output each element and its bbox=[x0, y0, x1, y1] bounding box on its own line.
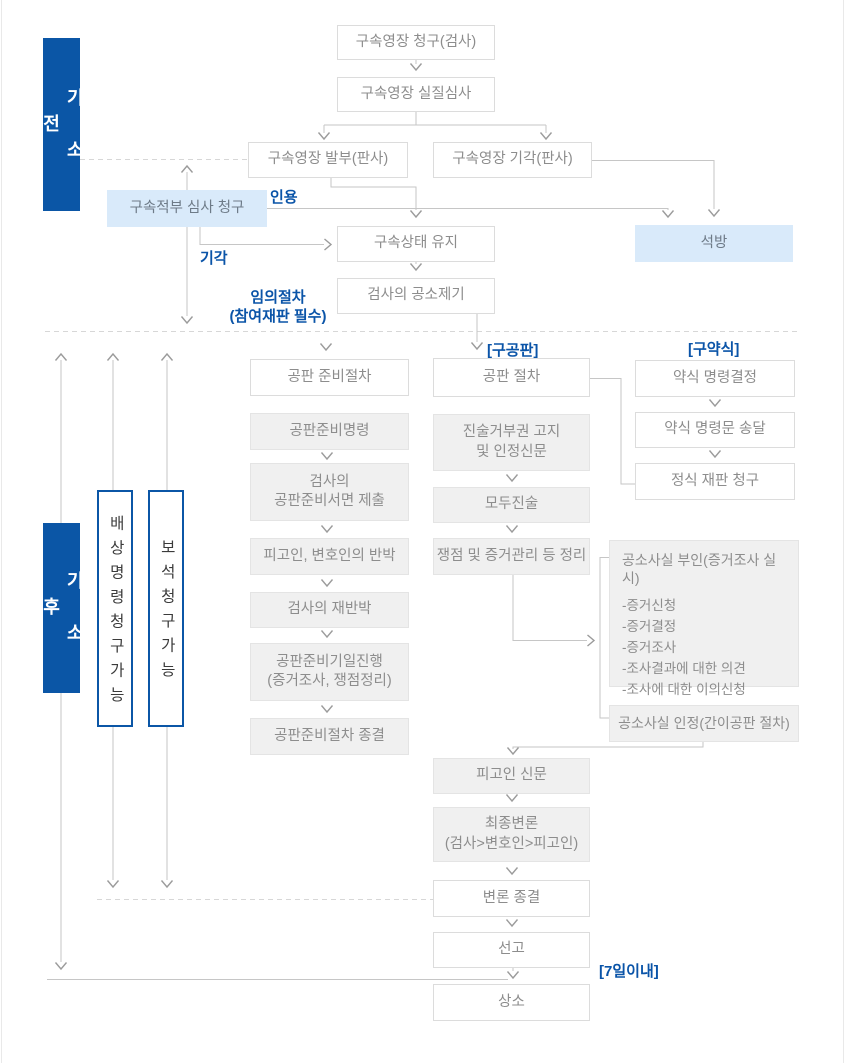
line-plea-to-exam bbox=[512, 742, 704, 749]
node-prosecutor-re-rebuttal: 검사의 재반박 bbox=[250, 592, 409, 628]
node-appeal: 상소 bbox=[433, 984, 590, 1021]
node-prep-order: 공판준비명령 bbox=[250, 413, 409, 450]
dashed-guides bbox=[45, 159, 801, 900]
note-compensation-order-available: 배상명령청구가능 bbox=[97, 490, 133, 727]
note-bail-request-available: 보석청구가능 bbox=[148, 490, 184, 727]
label-summary-order-tag: [구약식] bbox=[688, 341, 740, 358]
node-adequacy-review-request: 구속적부 심사 청구 bbox=[107, 190, 267, 227]
node-admit-charges: 공소사실 인정(간이공판 절차) bbox=[609, 705, 799, 742]
label-accepted: 인용 bbox=[270, 189, 298, 206]
deny-charges-steps: -증거신청 -증거결정 -증거조사 -조사결과에 대한 의견 -조사에 대한 이… bbox=[622, 596, 746, 700]
node-opening-statement: 모두진술 bbox=[433, 487, 590, 523]
deny-step: -증거결정 bbox=[622, 618, 677, 634]
node-closing-of-arguments: 변론 종결 bbox=[433, 880, 590, 917]
node-warrant-dismissed: 구속영장 기각(판사) bbox=[433, 142, 592, 178]
label-formal-trial-tag: [구공판] bbox=[487, 342, 539, 359]
stage-post-indictment: 기소후 bbox=[41, 523, 84, 693]
line-accept-to-release bbox=[265, 208, 669, 210]
node-prep-closing: 공판준비절차 종결 bbox=[250, 718, 409, 755]
line-reject-to-detention bbox=[199, 227, 324, 245]
node-trial-procedure: 공판 절차 bbox=[433, 358, 590, 397]
deny-charges-title: 공소사실 부인(증거조사 실시) bbox=[622, 552, 777, 587]
line-issues-to-plea bbox=[512, 575, 587, 641]
node-issues-evidence-sorting: 쟁점 및 증거관리 등 정리 bbox=[433, 538, 590, 575]
node-sentencing: 선고 bbox=[433, 932, 590, 968]
line-dismiss-to-release bbox=[592, 160, 715, 209]
line-trial-to-formal-request bbox=[590, 378, 635, 485]
node-final-arguments: 최종변론 (검사>변호인>피고인) bbox=[433, 807, 590, 862]
line-plea-bracket bbox=[599, 557, 609, 719]
line-issue-to-detention bbox=[330, 178, 417, 210]
node-formal-trial-request: 정식 재판 청구 bbox=[635, 463, 795, 500]
node-detention-maintained: 구속상태 유지 bbox=[337, 226, 495, 262]
label-rejected: 기각 bbox=[200, 250, 228, 267]
node-indictment: 검사의 공소제기 bbox=[337, 278, 495, 314]
deny-step: -조사결과에 대한 의견 bbox=[622, 660, 746, 676]
node-prep-hearing: 공판준비기일진행 (증거조사, 쟁점정리) bbox=[250, 643, 409, 701]
deny-step: -증거조사 bbox=[622, 639, 677, 655]
node-warrant-request: 구속영장 청구(검사) bbox=[337, 25, 495, 60]
stage-pre-indictment: 기소전 bbox=[41, 38, 84, 211]
node-prosecutor-brief: 검사의 공판준비서면 제출 bbox=[250, 463, 409, 521]
node-release: 석방 bbox=[635, 225, 793, 262]
node-summary-order-decision: 약식 명령결정 bbox=[635, 360, 795, 397]
node-rights-notice: 진술거부권 고지 및 인정신문 bbox=[433, 414, 590, 471]
label-appeal-deadline: [7일이내] bbox=[599, 963, 659, 980]
node-summary-order-delivery: 약식 명령문 송달 bbox=[635, 412, 795, 448]
node-prep-procedure: 공판 준비절차 bbox=[250, 359, 409, 396]
node-warrant-screening: 구속영장 실질심사 bbox=[337, 77, 495, 112]
node-defendant-examination: 피고인 신문 bbox=[433, 758, 590, 794]
node-deny-charges: 공소사실 부인(증거조사 실시) -증거신청 -증거결정 -증거조사 -조사결과… bbox=[609, 540, 799, 697]
line-screening-split bbox=[323, 112, 547, 133]
label-optional-procedure: 임의절차 (참여재판 필수) bbox=[229, 289, 327, 325]
deny-step: -조사에 대한 이의신청 bbox=[622, 681, 746, 697]
node-defense-rebuttal: 피고인, 변호인의 반박 bbox=[250, 538, 409, 575]
node-warrant-issued: 구속영장 발부(판사) bbox=[248, 142, 408, 178]
deny-step: -증거신청 bbox=[622, 597, 677, 613]
